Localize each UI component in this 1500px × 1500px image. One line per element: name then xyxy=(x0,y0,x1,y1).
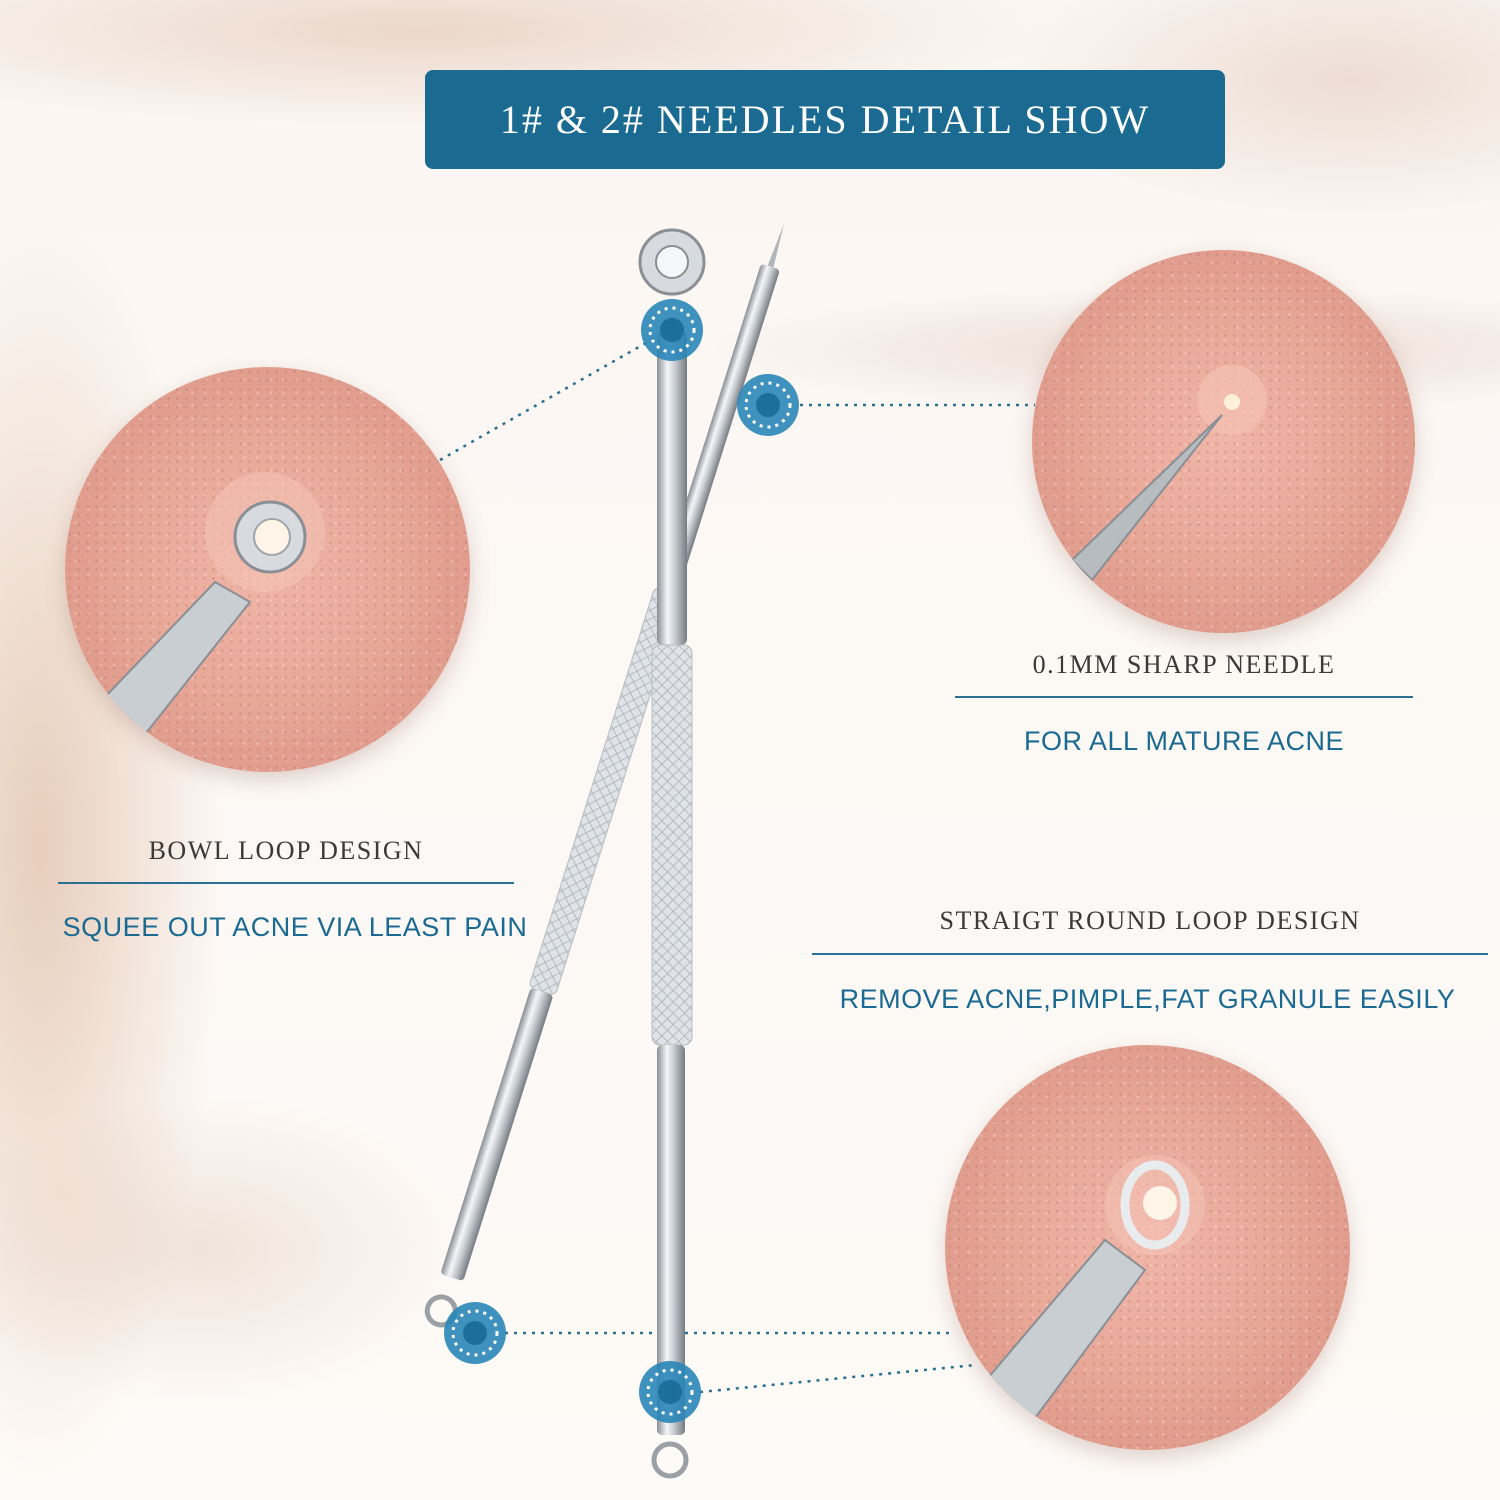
title-banner: 1# & 2# NEEDLES DETAIL SHOW xyxy=(425,70,1225,169)
divider xyxy=(955,696,1413,698)
sharp-needle-heading: 0.1MM SHARP NEEDLE xyxy=(1032,650,1336,679)
needle-tool xyxy=(424,223,785,1328)
divider xyxy=(812,953,1488,955)
marker-icon xyxy=(735,372,801,438)
callout-lines xyxy=(439,333,1035,1394)
marker-icon xyxy=(637,1359,703,1425)
bowl-loop-tool xyxy=(638,228,706,1479)
page-title: 1# & 2# NEEDLES DETAIL SHOW xyxy=(499,97,1151,142)
bowl-loop-closeup-image xyxy=(65,367,470,772)
sharp-needle-closeup-image xyxy=(1032,250,1415,633)
bowl-loop-description: SQUEE OUT ACNE VIA LEAST PAIN xyxy=(62,912,528,942)
sharp-needle-description: FOR ALL MATURE ACNE xyxy=(1023,726,1345,756)
marker-icon xyxy=(442,1300,508,1366)
marker-icon xyxy=(639,297,705,363)
divider xyxy=(58,882,514,884)
round-loop-heading: STRAIGT ROUND LOOP DESIGN xyxy=(939,906,1361,935)
round-loop-closeup-image xyxy=(945,1045,1350,1450)
round-loop-description: REMOVE ACNE,PIMPLE,FAT GRANULE EASILY xyxy=(839,984,1456,1014)
bowl-loop-heading: BOWL LOOP DESIGN xyxy=(148,836,424,865)
